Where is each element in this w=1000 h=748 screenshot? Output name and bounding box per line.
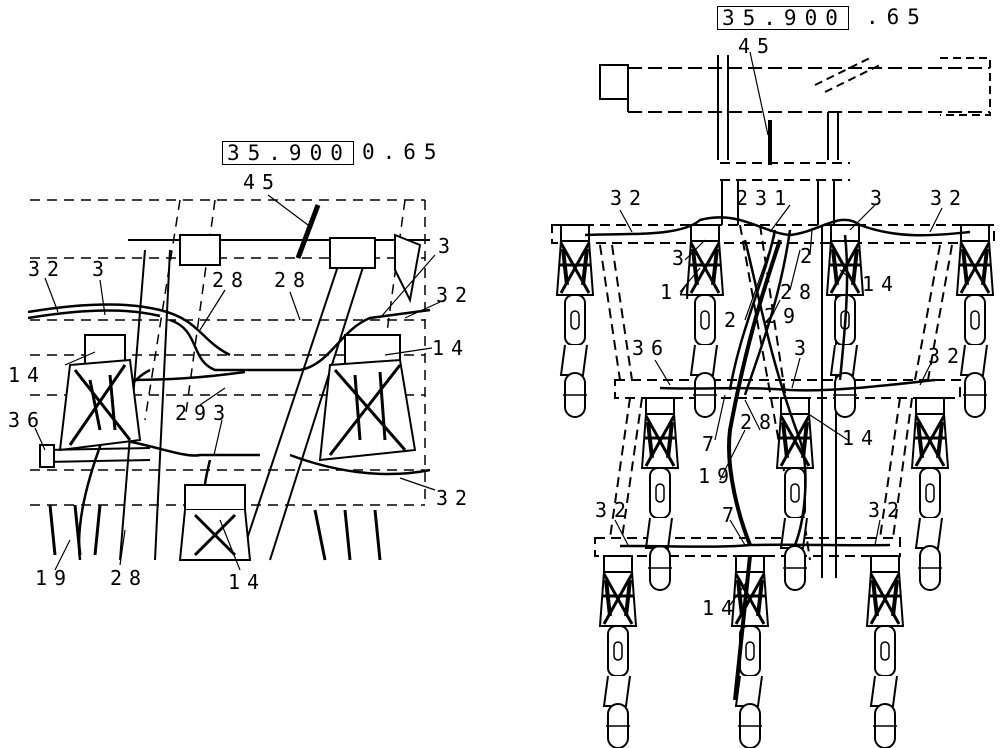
left-row-unit-2 [313,334,417,561]
left-callout-32-b: 32 [436,283,475,307]
part-36-clamp [39,444,55,468]
right-callout-32-d: 32 [595,498,634,522]
right-callout-14-c: 14 [842,426,881,450]
right-callout-3-c: 3 [794,336,814,360]
right-callout-28-b: 28 [740,410,779,434]
right-callout-32-b: 32 [930,186,969,210]
right-view [551,51,995,748]
left-callout-19: 19 [35,566,74,590]
left-hoses [27,303,431,561]
right-callout-36: 36 [632,336,671,360]
right-callout-14-a: 14 [660,280,699,304]
part-45-rod [295,204,321,259]
right-callout-28-a: 28 [780,280,819,304]
left-callout-32-c: 32 [436,486,475,510]
right-callout-2: 2 [800,244,820,268]
right-callout-32-e: 32 [868,498,907,522]
right-callout-14-b: 14 [862,272,901,296]
left-callout-28-a: 28 [212,268,251,292]
left-callout-45: 45 [243,170,282,194]
left-callout-14-c: 14 [228,570,267,594]
left-frame-tubes [119,233,430,561]
left-callout-293: 293 [175,401,233,425]
left-callout-3-b: 3 [438,234,458,258]
right-callout-32-c: 32 [928,344,967,368]
left-callout-28-c: 28 [110,566,149,590]
right-ref-box: 35.900 [717,6,849,30]
left-leader-lines [34,194,441,571]
left-callout-14-b: 14 [8,363,47,387]
right-callout-7-a: 7 [702,432,722,456]
left-callout-28-b: 28 [274,268,313,292]
right-callout-32-a: 32 [610,186,649,210]
left-view [27,194,441,571]
right-hitch-frame [599,55,991,181]
left-row-unit-3 [178,484,252,561]
left-ref-box: 35.900 [222,141,354,165]
left-row-unit-1 [44,334,151,556]
right-callout-3-a: 3 [870,186,890,210]
left-callout-14-a: 14 [432,336,471,360]
right-callout-14-d: 14 [702,596,741,620]
right-leader-lines [614,51,943,606]
right-callout-7-b: 7 [722,503,742,527]
right-callout-29: 29 [764,304,803,328]
right-ref-suffix: .65 [866,5,928,29]
left-callout-3-a: 3 [92,257,112,281]
left-ref-suffix: 0.65 [362,140,445,164]
right-callout-231: 231 [736,186,794,210]
left-callout-32-a: 32 [28,257,67,281]
right-callout-2-b: 2 [724,308,744,332]
right-callout-19: 19 [698,464,737,488]
right-callout-45: 45 [738,34,777,58]
left-callout-36: 36 [8,408,47,432]
right-callout-3-b: 3 [672,246,692,270]
